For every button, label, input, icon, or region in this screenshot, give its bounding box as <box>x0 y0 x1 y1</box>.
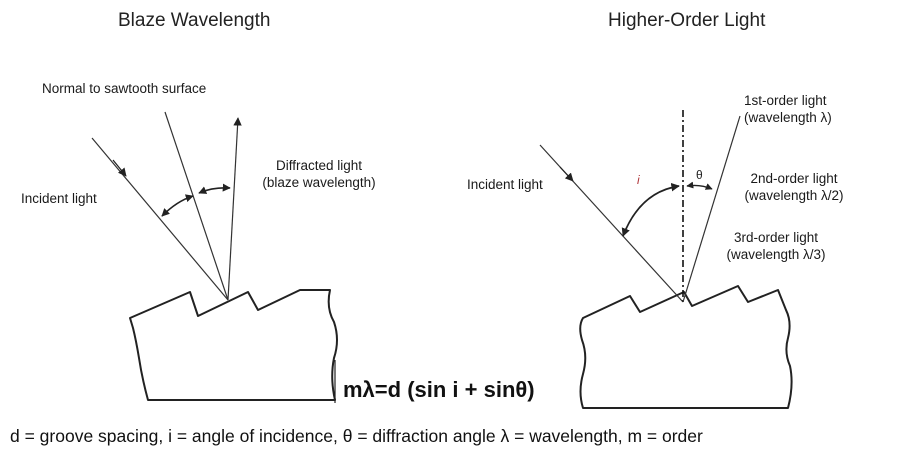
blaze-wavelength-title: Blaze Wavelength <box>118 10 271 31</box>
right-angle-arc-theta <box>686 181 713 190</box>
variable-legend: d = groove spacing, i = angle of inciden… <box>10 426 703 446</box>
third-order-line2: (wavelength λ/3) <box>726 247 826 262</box>
right-angle-arc-i <box>621 182 680 237</box>
normal-to-surface-label: Normal to sawtooth surface <box>42 81 207 96</box>
left-incident-arrow <box>112 159 127 177</box>
angle-i-symbol: i <box>637 173 640 187</box>
first-order-line1: 1st-order light <box>744 93 827 108</box>
left-incident-light-label: Incident light <box>21 191 97 206</box>
left-angle-arc-diffracted <box>198 183 231 194</box>
second-order-label: 2nd-order light (wavelength λ/2) <box>734 170 854 204</box>
first-order-label: 1st-order light (wavelength λ) <box>744 92 832 126</box>
right-incident-light-label: Incident light <box>467 177 543 192</box>
higher-order-light-title: Higher-Order Light <box>608 10 766 31</box>
right-first-order-ray <box>682 115 741 303</box>
left-grating-block <box>129 289 338 401</box>
diffracted-light-label: Diffracted light (blaze wavelength) <box>244 157 394 191</box>
left-angle-arc-incident <box>161 194 194 217</box>
second-order-line2: (wavelength λ/2) <box>744 188 844 203</box>
third-order-line1: 3rd-order light <box>733 230 819 245</box>
grating-equation: mλ=d (sin i + sinθ) <box>343 377 535 402</box>
second-order-line1: 2nd-order light <box>750 171 838 186</box>
right-grating-block <box>579 285 793 409</box>
first-order-line2: (wavelength λ) <box>744 110 832 125</box>
angle-theta-symbol: θ <box>696 168 703 182</box>
left-incident-ray <box>91 137 229 301</box>
right-incident-arrow <box>559 166 574 182</box>
left-normal-line <box>164 111 229 301</box>
left-diffracted-ray <box>227 117 242 301</box>
diffracted-light-line2: (blaze wavelength) <box>262 175 376 190</box>
third-order-label: 3rd-order light (wavelength λ/3) <box>716 229 836 263</box>
diffracted-light-line1: Diffracted light <box>275 158 363 173</box>
